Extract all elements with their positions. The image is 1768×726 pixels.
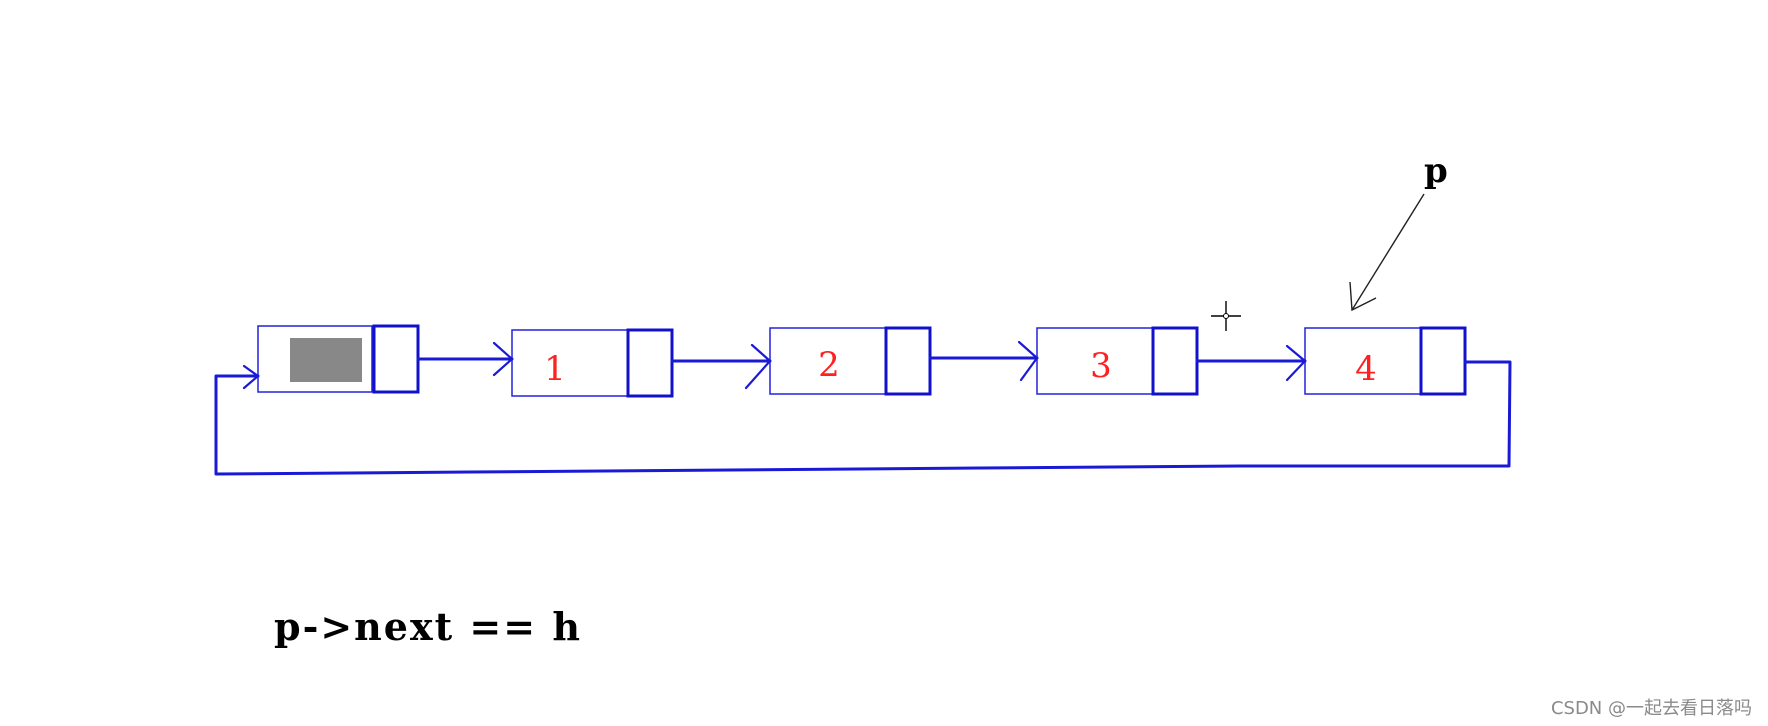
arrowhead [1285,344,1307,382]
node-3-label: 3 [1090,346,1112,386]
arrowhead [242,364,260,390]
pointer-p-arrow-line [1351,193,1425,311]
arrowhead [492,341,514,377]
node-4-pointer-box [1419,326,1467,396]
node-1-data-box [511,329,629,397]
node-2-pointer-box [884,326,932,396]
arrowhead [1017,340,1039,382]
node-3-data-box [1036,327,1154,395]
pointer-p-label: p [1424,151,1448,191]
link-node-1-to-node-2 [670,343,772,390]
link-node-4-to-head-loop [214,360,1512,476]
link-node-3-to-node-4 [1195,344,1307,382]
pointer-p-arrowhead [1349,281,1377,312]
node-2-data-box [769,327,887,395]
node-1-pointer-box [626,328,674,398]
head-node [257,324,420,394]
node-4: 4 [1304,326,1467,396]
node-1: 1 [511,328,674,398]
pointer-p: p [1349,151,1448,312]
node-4-label: 4 [1355,349,1377,389]
node-2-label: 2 [818,345,840,385]
node-3-pointer-box [1151,326,1199,396]
crosshair-cursor-icon [1211,301,1241,331]
link-head-to-node-1 [416,341,514,377]
loop-line [214,360,1512,476]
condition-caption: p->next == h [274,604,582,649]
watermark: CSDN @一起去看日落吗 [1551,698,1752,719]
node-3: 3 [1036,326,1199,396]
node-1-label: 1 [544,349,566,389]
node-2: 2 [769,326,932,396]
arrowhead [744,343,772,390]
head-node-pointer-box [372,324,420,394]
link-node-2-to-node-3 [928,340,1039,382]
head-node-filled-block [290,338,362,382]
